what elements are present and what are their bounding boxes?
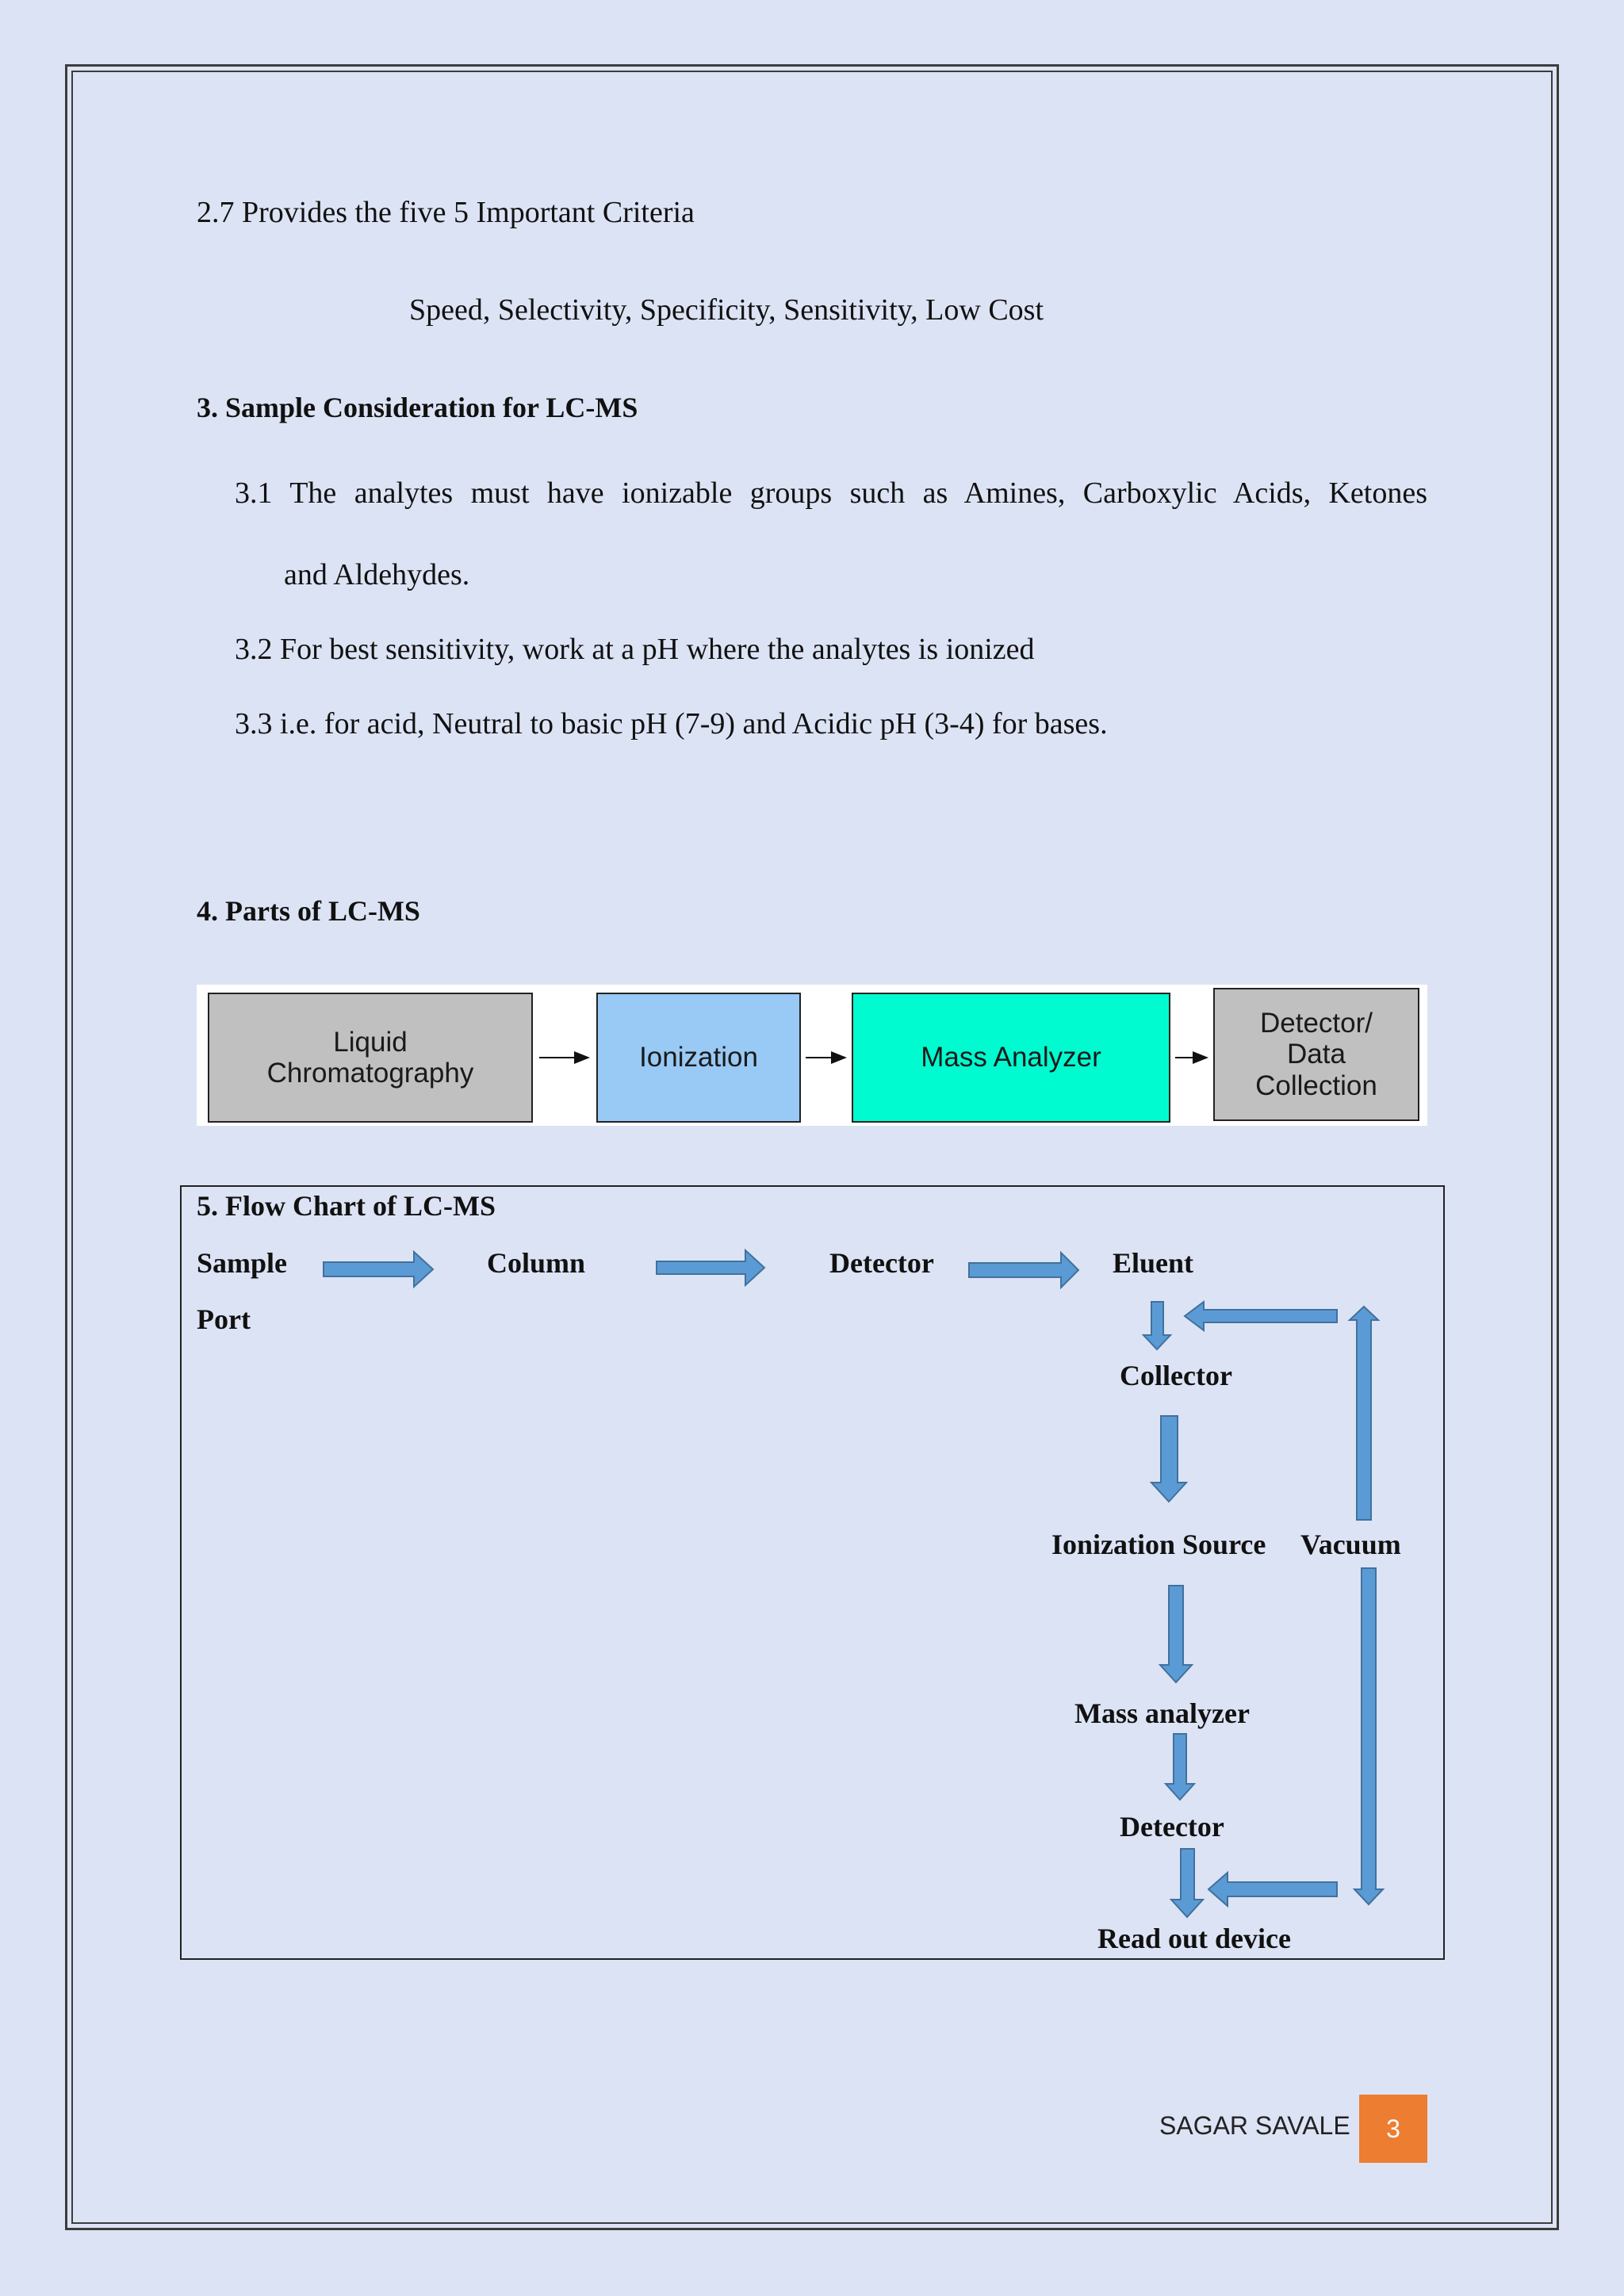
parts-box-ionization: Ionization (596, 993, 801, 1123)
flow-node-collector: Collector (1120, 1360, 1232, 1391)
page-number-badge: 3 (1359, 2095, 1427, 2163)
parts-box-liquid-chromatography: Liquid Chromatography (208, 993, 533, 1123)
parts-box-mass-analyzer: Mass Analyzer (852, 993, 1170, 1123)
arrow-ionization-source-to-mass-analyzer (1158, 1585, 1194, 1684)
arrow-column-to-detector (656, 1248, 766, 1288)
item-3-3: 3.3 i.e. for acid, Neutral to basic pH (… (235, 707, 1108, 740)
criteria-list: Speed, Selectivity, Specificity, Sensiti… (409, 293, 1044, 327)
parts-diagram: Liquid Chromatography Ionization Mass An… (197, 985, 1427, 1126)
sample-consideration-heading: 3. Sample Consideration for LC-MS (197, 392, 638, 423)
criteria-heading: 2.7 Provides the five 5 Important Criter… (197, 196, 695, 229)
flow-chart-heading: 5. Flow Chart of LC-MS (197, 1190, 496, 1222)
flow-node-ionization-source: Ionization Source (1051, 1529, 1266, 1560)
arrow-detector-to-read-out (1169, 1848, 1205, 1919)
flow-node-column: Column (487, 1247, 586, 1279)
flow-chart-box (180, 1185, 1445, 1960)
arrow-detector-to-eluent (968, 1250, 1080, 1290)
flow-arrow-group (323, 1248, 1385, 1919)
page-border-outer (65, 64, 1559, 2230)
parts-box-detector-data-collection: Detector/ Data Collection (1213, 988, 1419, 1121)
arrow-to-read-out-left (1207, 1870, 1338, 1908)
flow-node-mass-analyzer: Mass analyzer (1074, 1697, 1250, 1729)
item-3-1-line-2: and Aldehydes. (284, 558, 470, 591)
arrow-eluent-to-collector (1141, 1301, 1173, 1351)
arrow-mass-analyzer-to-detector (1163, 1733, 1197, 1801)
arrow-collector-to-ionization-source (1149, 1415, 1189, 1503)
flow-node-read-out-device: Read out device (1097, 1923, 1291, 1954)
footer-author: SAGAR SAVALE (1159, 2111, 1350, 2140)
flow-node-vacuum: Vacuum (1300, 1529, 1401, 1560)
flow-node-eluent: Eluent (1113, 1247, 1194, 1279)
parts-heading: 4. Parts of LC-MS (197, 895, 420, 927)
flow-node-sample: Sample (197, 1247, 288, 1279)
arrow-sample-to-column (323, 1249, 435, 1289)
flow-node-port: Port (197, 1303, 251, 1335)
arrow-vacuum-down (1352, 1567, 1385, 1906)
item-3-2: 3.2 For best sensitivity, work at a pH w… (235, 633, 1035, 666)
item-3-1-line-1: 3.1 The analytes must have ionizable gro… (235, 476, 1427, 510)
flow-node-detector-top: Detector (829, 1247, 934, 1279)
flow-node-detector-bottom: Detector (1120, 1811, 1224, 1843)
page-border-inner (71, 71, 1553, 2224)
arrow-vacuum-up (1347, 1305, 1381, 1521)
arrow-to-collector-left (1183, 1300, 1338, 1332)
parts-connector-arrows (539, 1051, 1208, 1064)
